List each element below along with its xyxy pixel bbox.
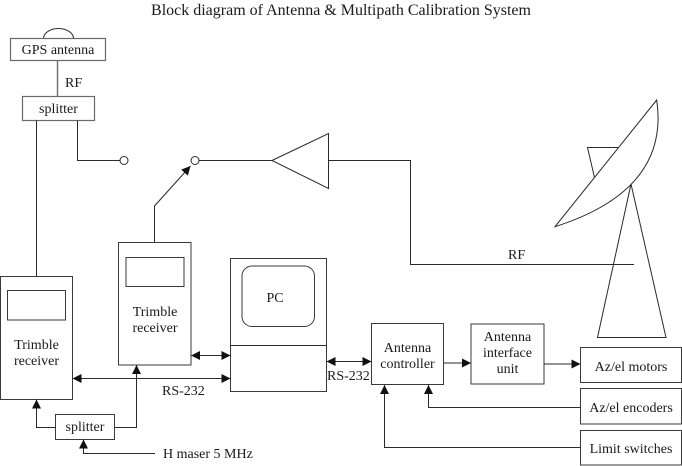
connector-limit-switches-to-controller [380,385,581,448]
antenna-interface-unit-label-line1: Antenna [484,330,532,345]
azel-encoders-label: Az/el encoders [589,401,673,416]
splitter-bottom-label: splitter [66,420,105,435]
trimble-receiver-2-label-line1: Trimble [133,305,178,320]
dish-feed-support [586,147,619,178]
azel-motors-label: Az/el motors [595,360,668,375]
limit-switches-label: Limit switches [590,442,673,457]
antenna-controller-block: Antenna controller [371,323,444,385]
azel-encoders-box [580,388,682,425]
antenna-controller-label-line2: controller [380,357,435,372]
dish-antenna-icon [553,98,667,338]
limit-switches-box [580,430,682,466]
trimble-receiver-1-display [7,290,66,321]
gps-antenna-block: GPS antenna [9,28,107,62]
diagram-title: Block diagram of Antenna & Multipath Cal… [151,2,532,19]
antenna-interface-unit-box [470,323,545,385]
gps-antenna-dome-icon [43,28,74,39]
trimble-receiver-2-display [125,257,185,287]
splitter-bottom-block: splitter [55,414,115,440]
rf-label-dish: RF [508,248,525,263]
azel-motors-box [580,347,682,383]
rs232-label-receivers: RS-232 [162,384,205,399]
splitter-top-block: splitter [21,95,96,122]
trimble-receiver-1-block: Trimble receiver [0,276,73,400]
dish-pedestal [596,183,667,338]
connector-amplifier-to-dish [328,160,634,265]
trimble-receiver-1-label-line1: Trimble [14,338,59,353]
azel-motors-block: Az/el motors [580,347,682,383]
azel-encoders-block: Az/el encoders [580,388,682,425]
pc-monitor-screen [241,265,315,327]
antenna-controller-box [371,323,444,385]
switch-contact-right [190,156,200,165]
splitter-top-label: splitter [39,102,78,117]
trimble-receiver-2-block: Trimble receiver [118,242,192,366]
pc-block: PC [230,258,327,392]
connector-splitter-to-switch [77,120,120,161]
connector-splitter-to-receiver-1-clock [32,399,56,428]
limit-switches-block: Limit switches [580,430,682,466]
splitter-top-box [21,95,96,122]
switch-contact-left [119,156,129,165]
amplifier-icon [270,132,329,190]
trimble-receiver-1-label-line2: receiver [14,354,59,369]
trimble-receiver-2-label-line2: receiver [132,321,177,336]
dish-reflector [553,98,659,228]
connector-splitter-to-receiver-2-clock [114,365,141,428]
gps-antenna-box [9,37,107,62]
switch-arm-arrow [154,165,191,243]
rf-switch [119,156,200,243]
antenna-interface-unit-label-line2: interface [483,346,532,361]
rf-label-gps: RF [65,76,82,91]
antenna-interface-unit-block: Antenna interface unit [470,323,545,385]
connector-hmaser-to-splitter [79,439,155,454]
antenna-interface-unit-label-line3: unit [497,362,519,377]
h-maser-label: H maser 5 MHz [163,447,253,462]
gps-antenna-label: GPS antenna [22,43,96,58]
connector-encoders-to-controller [424,385,581,408]
rs232-label-controller: RS-232 [327,369,370,384]
pc-label: PC [266,291,283,306]
antenna-controller-label-line1: Antenna [384,341,432,356]
